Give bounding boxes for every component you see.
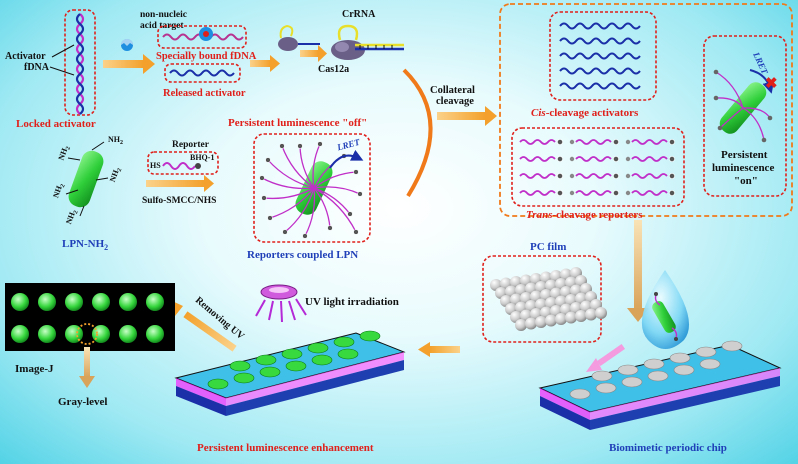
pink-pointer-arrow [586,343,626,372]
trans-cleavage-label: Trans-cleavage reporters [526,209,643,221]
arrow-chip-to-enhancement [430,346,460,353]
locked-activator-box [64,9,96,116]
pc-film-label: PC film [530,241,566,253]
coupled-lpn-box [253,133,371,243]
pc-film-spheres [490,267,607,331]
arrow-collateral [437,112,485,120]
pl-enhancement-label: Persistent luminescence enhancement [197,442,374,454]
biomimetic-chip-label: Biomimetic periodic chip [609,442,727,454]
sulfo-label: Sulfo-SMCC/NHS [142,196,216,206]
enhancement-chip [174,330,406,416]
non-nucleic-target-label-1: non-nucleic [140,10,187,20]
image-j-label: Image-J [15,363,54,375]
nh2-label-2: NH2 [57,144,72,162]
arrow-down-to-chip [634,220,642,310]
cas12a-label: Cas12a [318,64,349,75]
coupled-lpn-particle [259,141,364,239]
fdna-strand [75,13,85,115]
crrna-label: CrRNA [342,9,376,20]
nh2-label-3: NH2 [108,166,123,184]
arrow-target-head [143,54,155,74]
droplet-icon [641,270,690,349]
released-activator-label: Released activator [163,88,246,99]
collateral-label-1: Collateral [430,85,475,96]
cis-cleavage-label: Cis-cleavage activators [531,107,639,119]
arrow-removing-uv [183,311,237,352]
pl-off-label: Persistent luminescence "off" [228,117,367,129]
gray-level-label: Gray-level [58,396,107,408]
pl-on-label-3: "on" [734,175,758,187]
activator-pointer [51,44,75,58]
arrow-gray-level [84,347,90,377]
cas12a-complex-icon [331,24,404,60]
selected-spot-marker [76,323,98,345]
reporter-label: Reporter [172,140,210,150]
lpn-nh2-label: LPN-NH2 [62,238,108,252]
arrow-to-cas12a [250,60,270,67]
target-molecule-icon [121,39,133,51]
trans-reporter-strands [519,139,675,196]
arrow-target-to-bound [103,60,143,68]
uv-lamp-icon [255,284,307,323]
nh2-label-4: NH2 [51,182,66,200]
arrow-coupling [146,180,204,187]
cis-activator-strands [559,22,641,90]
nh2-label-1: NH2 [108,135,123,146]
lpn-nh2-rod [65,141,109,217]
collateral-bracket [402,68,433,198]
fdna-pointer [49,66,75,76]
lret-label-off: LRET [335,137,361,153]
reporters-coupled-label: Reporters coupled LPN [247,249,358,261]
bound-fdna-box [157,25,247,49]
hs-label: HS [150,161,161,170]
locked-activator-label: Locked activator [16,118,96,130]
pl-on-box [703,35,787,197]
cis-activators-box [549,11,657,101]
bhq1-label: BHQ-1 [190,153,214,162]
biomimetic-chip [538,340,782,430]
free-lpn-particle [713,69,775,143]
reporter-strand [162,162,196,170]
lret-label-on: LRET [751,50,770,76]
specially-bound-label: Specially bound fDNA [156,51,257,62]
reporter-box [147,151,219,175]
pc-film-box [482,255,602,343]
collateral-label-2: cleavage [436,96,474,107]
pl-on-label-2: luminescence [712,162,774,174]
quencher-icon [195,163,201,169]
trans-reporters-box [511,127,685,207]
imagej-panel [5,283,175,351]
nh2-label-5: NH2 [64,208,79,226]
activator-label: Activator [5,51,46,62]
blocked-x-icon: ✖ [765,76,778,92]
cleavage-results-box [499,3,793,217]
fdna-label: fDNA [24,62,50,73]
uv-light-label: UV light irradiation [305,296,399,308]
pl-on-label-1: Persistent [721,149,768,161]
released-activator-strand [169,69,235,77]
cas12a-small-icon [278,24,320,51]
released-activator-box [164,63,241,83]
